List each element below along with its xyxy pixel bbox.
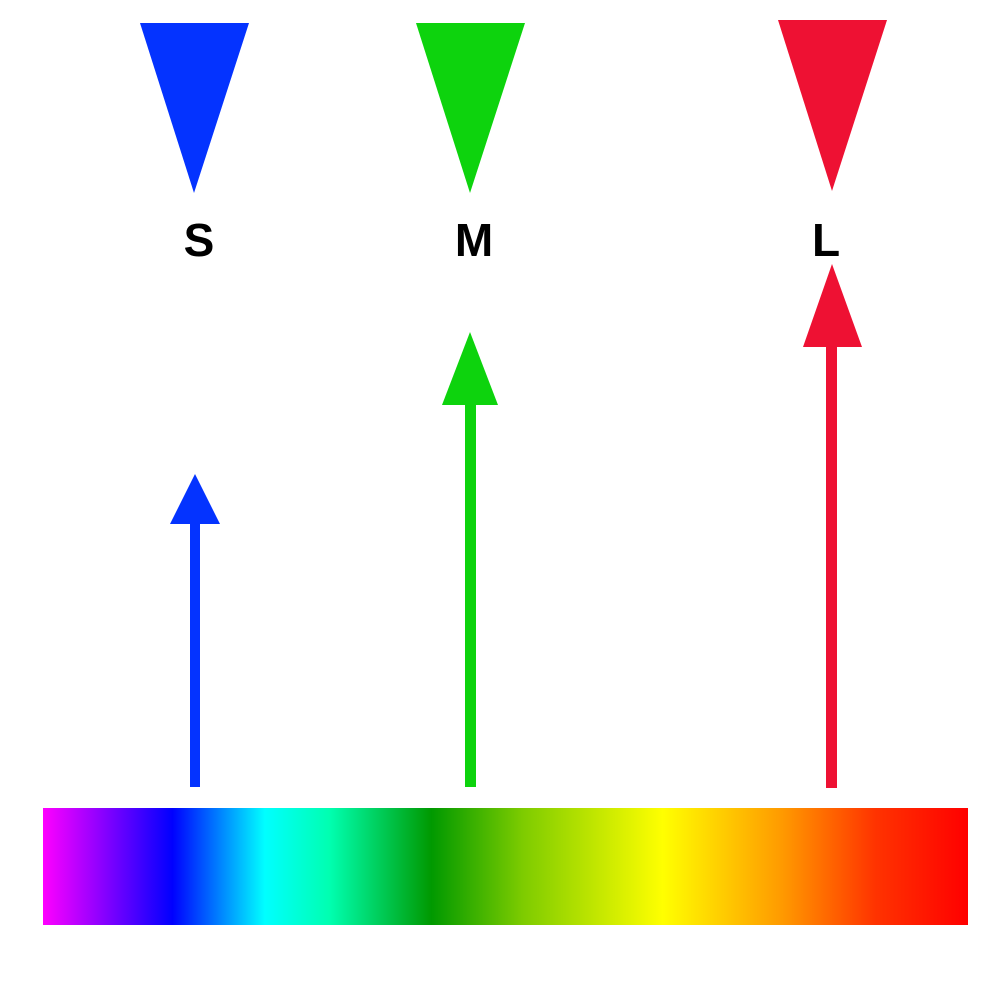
arrow-m-head [442, 332, 498, 405]
visible-spectrum-bar [43, 808, 968, 925]
arrow-s-head [170, 474, 220, 524]
cone-l-triangle [778, 20, 887, 191]
arrow-l-shaft [826, 342, 837, 788]
cone-s-triangle [140, 23, 249, 193]
arrow-m [442, 332, 498, 787]
arrow-s [170, 474, 220, 787]
arrow-l [803, 264, 862, 788]
cone-m-label: M [455, 214, 493, 266]
arrow-s-shaft [190, 520, 200, 787]
arrow-m-shaft [465, 400, 476, 787]
cone-m-triangle [416, 23, 525, 193]
cone-s-label: S [184, 214, 215, 266]
cone-l-label: L [812, 214, 840, 266]
arrow-l-head [803, 264, 862, 347]
